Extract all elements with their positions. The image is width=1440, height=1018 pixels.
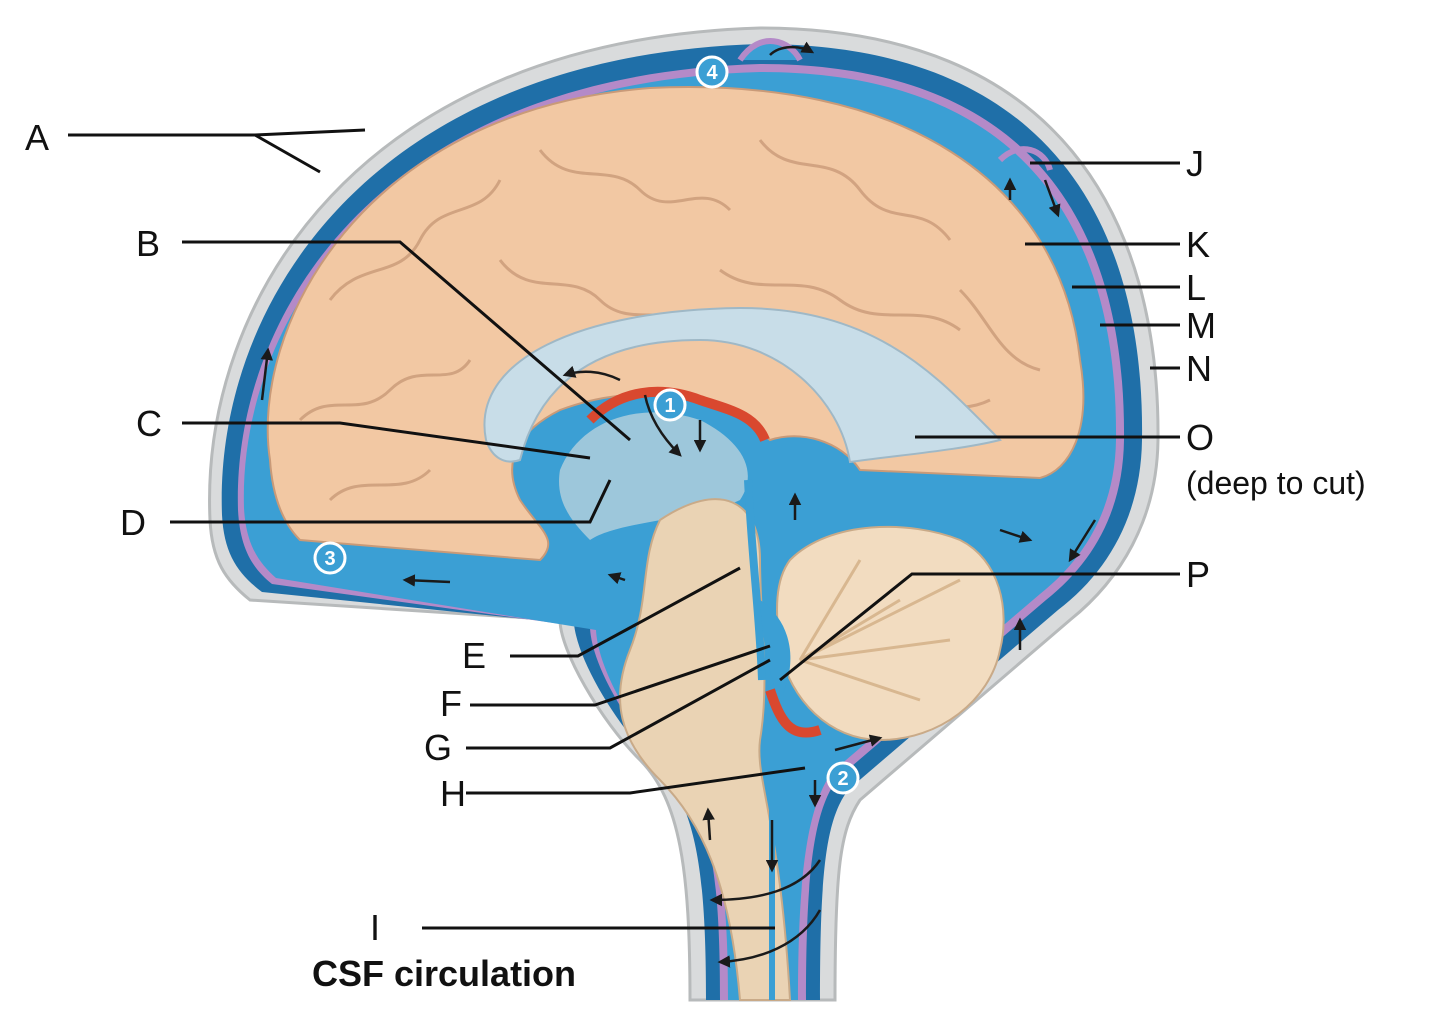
- label-j: J: [1186, 143, 1204, 184]
- label-a: A: [25, 117, 49, 158]
- label-b: B: [136, 223, 160, 264]
- label-f: F: [440, 683, 462, 724]
- choroid-plexus-fourth: [765, 688, 822, 738]
- step-marker-4: 4: [695, 55, 729, 89]
- step-2-text: 2: [837, 768, 848, 790]
- fourth-ventricle: [760, 600, 791, 700]
- cerebral-aqueduct: [744, 479, 766, 681]
- label-p: P: [1186, 554, 1210, 595]
- label-d: D: [120, 502, 146, 543]
- label-h: H: [440, 773, 466, 814]
- label-n: N: [1186, 348, 1212, 389]
- superior-sagittal-sinus: [737, 38, 803, 62]
- step-3-text: 3: [324, 548, 335, 570]
- lateral-ventricle: [483, 306, 1002, 464]
- arachnoid-granulation: [997, 146, 1053, 172]
- label-o-note: (deep to cut): [1186, 465, 1366, 501]
- brainstem: [619, 498, 792, 1001]
- label-l: L: [1186, 267, 1206, 308]
- step-marker-1: 1: [653, 388, 687, 422]
- step-4-text: 4: [706, 62, 718, 84]
- label-o: O: [1186, 417, 1214, 458]
- label-i: I: [370, 907, 380, 948]
- cerebellum: [776, 525, 1005, 742]
- label-k: K: [1186, 224, 1210, 265]
- step-marker-3: 3: [313, 541, 347, 575]
- label-c: C: [136, 403, 162, 444]
- step-marker-2: 2: [826, 761, 860, 795]
- step-1-text: 1: [664, 395, 675, 417]
- label-g: G: [424, 727, 452, 768]
- choroid-plexus-third: [586, 386, 770, 443]
- diagram-caption: CSF circulation: [312, 953, 576, 994]
- csf-flow-arrows: [260, 41, 1097, 968]
- label-e: E: [462, 635, 486, 676]
- label-m: M: [1186, 305, 1216, 346]
- leader-lines: [68, 128, 1180, 930]
